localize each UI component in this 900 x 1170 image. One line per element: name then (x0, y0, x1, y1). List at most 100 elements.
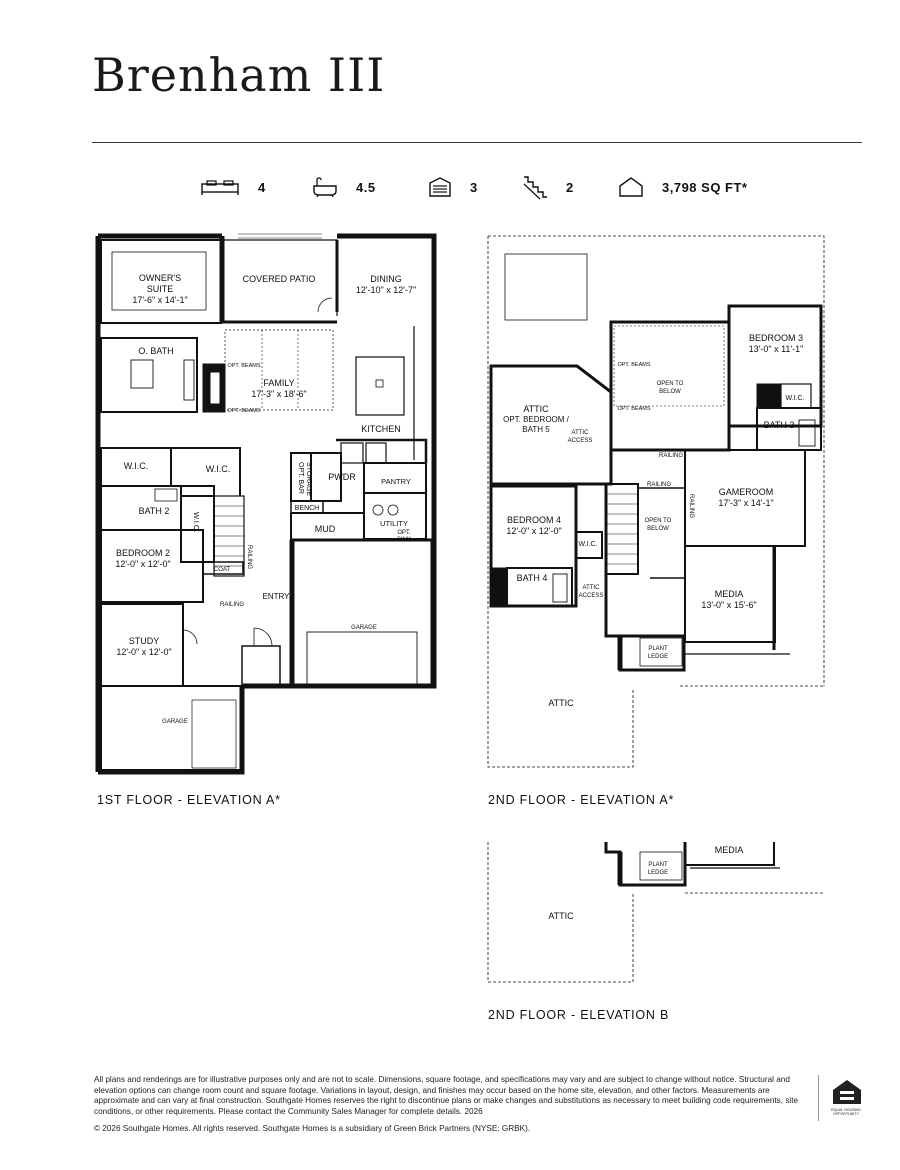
second-floor-b-plan (487, 842, 824, 983)
label-railing-side: RAILING (688, 494, 694, 518)
stairs-icon (523, 176, 547, 200)
label-garage-side: GARAGE (162, 719, 188, 725)
label-o-bath: O. BATH (138, 346, 173, 356)
title-divider (92, 142, 862, 143)
label-2a-open-below-2: OPEN TO (645, 518, 672, 524)
first-floor-labels: OWNER'S SUITE 17'-6" x 14'-1" COVERED PA… (115, 273, 416, 725)
second-floor-b-labels: MEDIA PLANT LEDGE ATTIC (548, 845, 743, 921)
stat-bedrooms: 4 (200, 172, 266, 202)
home-stats: 4 4.5 3 2 3,798 SQ FT* (200, 172, 760, 206)
label-wic-1: W.I.C. (124, 461, 149, 471)
stat-bedrooms-value: 4 (258, 179, 266, 195)
label-bath-2: BATH 2 (139, 506, 170, 516)
label-owners-suite-dim: 17'-6" x 14'-1" (132, 295, 187, 305)
stat-sqft-value: 3,798 SQ FT* (662, 179, 748, 195)
second-floor-b-label: 2ND FLOOR - ELEVATION B (488, 1008, 670, 1022)
label-2a-open-below-2-line2: BELOW (647, 526, 669, 532)
label-bedroom-4: BEDROOM 4 (507, 515, 561, 525)
label-b-plant-ledge-line2: LEDGE (648, 870, 668, 876)
bathtub-icon (313, 177, 337, 198)
label-owners-suite: OWNER'S (139, 273, 181, 283)
label-b-media: MEDIA (715, 845, 744, 855)
stat-stories: 2 (522, 172, 574, 202)
label-family: FAMILY (263, 378, 294, 388)
label-wic-b3: W.I.C. (785, 395, 804, 402)
second-floor-a-label: 2ND FLOOR - ELEVATION A* (488, 793, 675, 807)
label-railing-vertical: RAILING (246, 545, 252, 569)
stat-sqft: 3,798 SQ FT* (618, 172, 747, 202)
label-owners-suite-line2: SUITE (147, 284, 174, 294)
label-utility: UTILITY (380, 519, 408, 528)
label-dining: DINING (370, 274, 402, 284)
label-2a-open-below-1: OPEN TO (657, 381, 684, 387)
label-b-attic: ATTIC (548, 911, 574, 921)
label-kitchen: KITCHEN (361, 424, 401, 434)
second-floor-a-labels: OPT. BEAMS OPEN TO BELOW OPT. BEAMS BEDR… (503, 333, 804, 708)
label-attic-opt-bath5: BATH 5 (522, 425, 550, 434)
copyright-notice: © 2026 Southgate Homes. All rights reser… (94, 1124, 531, 1133)
label-plant-ledge-line2: LEDGE (648, 654, 668, 660)
label-attic-opt-bedroom: OPT. BEDROOM / (503, 415, 570, 424)
label-bedroom-3-dim: 13'-0" x 11'-1" (749, 344, 804, 354)
equal-housing-logo (818, 1075, 867, 1121)
label-2a-opt-beams-bottom: OPT. BEAMS (617, 406, 650, 412)
label-attic-access-1-line2: ACCESS (568, 438, 593, 444)
label-attic-access-2: ATTIC (583, 585, 601, 591)
label-bedroom-2: BEDROOM 2 (116, 548, 170, 558)
label-plant-ledge: PLANT (648, 646, 668, 652)
label-media-dim: 13'-0" x 15'-6" (701, 600, 756, 610)
label-media: MEDIA (715, 589, 744, 599)
label-opt-beams-top: OPT. BEAMS (227, 363, 260, 369)
label-coat: COAT (214, 567, 231, 573)
label-opt-sink-line2: SINK (397, 537, 411, 543)
label-railing-horizontal: RAILING (220, 602, 244, 608)
second-floor-a-plan (487, 235, 825, 768)
label-family-dim: 17'-3" x 18'-6" (251, 389, 306, 399)
label-2a-open-below-1-line2: BELOW (659, 389, 681, 395)
label-covered-patio: COVERED PATIO (243, 274, 316, 284)
label-bench: BENCH (295, 505, 320, 512)
stat-bathrooms: 4.5 (312, 172, 376, 202)
label-attic-lower: ATTIC (548, 698, 574, 708)
label-study-dim: 12'-0" x 12'-0" (116, 647, 171, 657)
equal-housing-text: EQUAL HOUSING OPPORTUNITY (831, 1108, 861, 1116)
label-gameroom: GAMEROOM (719, 487, 774, 497)
house-icon (619, 177, 643, 197)
first-floor-plan (95, 233, 437, 775)
label-bedroom-4-dim: 12'-0" x 12'-0" (506, 526, 561, 536)
label-entry: ENTRY (263, 592, 291, 601)
label-attic-room: ATTIC (523, 404, 549, 414)
label-attic-access-2-line2: ACCESS (579, 593, 604, 599)
stat-garage-value: 3 (470, 179, 478, 195)
label-gameroom-dim: 17'-3" x 14'-1" (718, 498, 773, 508)
label-dining-dim: 12'-10" x 12'-7" (356, 285, 416, 295)
page-title: Brenham III (92, 48, 386, 102)
equal-housing-icon (833, 1080, 861, 1104)
label-opt-sink: OPT. (397, 530, 411, 536)
label-railing-mid: RAILING (647, 482, 671, 488)
label-opt-beams-bottom: OPT. BEAMS (227, 408, 260, 414)
label-attic-access-1: ATTIC (572, 430, 590, 436)
stat-garage: 3 (428, 172, 478, 202)
label-wic-b4: W.I.C. (578, 541, 597, 548)
label-railing-top: RAILING (659, 453, 683, 459)
label-garage-main: GARAGE (351, 625, 377, 631)
label-opt-bar: OPT. BAR (297, 462, 304, 494)
garage-icon (429, 177, 451, 197)
label-wic-3: W.I.C. (192, 512, 201, 532)
label-mud: MUD (315, 524, 336, 534)
label-bath-3: BATH 3 (764, 420, 795, 430)
label-study: STUDY (129, 636, 160, 646)
legal-disclaimer: All plans and renderings are for illustr… (94, 1075, 799, 1116)
label-wic-2: W.I.C. (206, 464, 231, 474)
stat-bathrooms-value: 4.5 (356, 179, 376, 195)
label-storage: STORAGE (305, 462, 312, 496)
label-bedroom-2-dim: 12'-0" x 12'-0" (115, 559, 170, 569)
label-b-plant-ledge: PLANT (648, 862, 668, 868)
first-floor-label: 1ST FLOOR - ELEVATION A* (97, 793, 281, 807)
label-pwdr: PWDR (328, 472, 356, 482)
label-bedroom-3: BEDROOM 3 (749, 333, 803, 343)
label-2a-opt-beams-top: OPT. BEAMS (617, 362, 650, 368)
stat-stories-value: 2 (566, 179, 574, 195)
bed-icon (201, 180, 239, 195)
